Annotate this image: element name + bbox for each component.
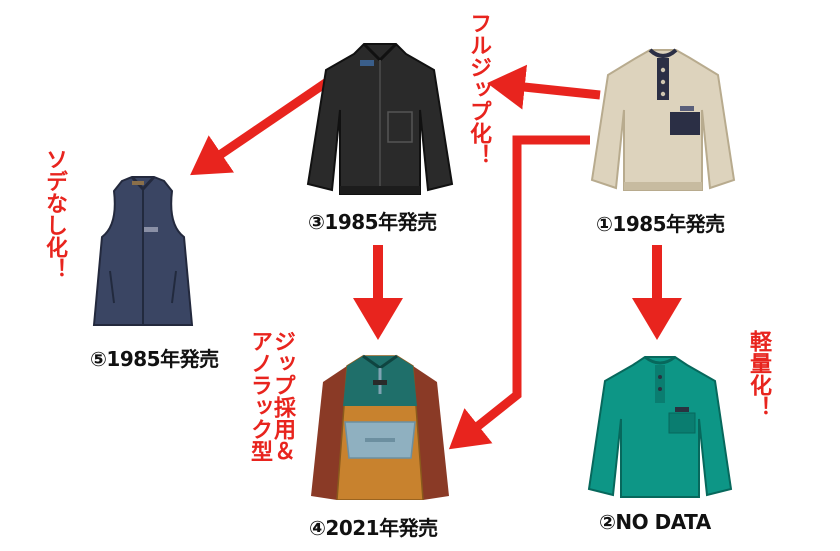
black-full-zip-jacket-icon [306, 42, 454, 195]
navy-fleece-vest-icon [92, 175, 194, 326]
node-2: ②NO DATA [585, 345, 735, 545]
node-1: ①1985年発売 [588, 40, 738, 240]
arrow-n1-to-n4 [448, 135, 590, 450]
note-anorak-line1: ジップ採用＆ [270, 330, 295, 462]
node-2-caption: ②NO DATA [599, 510, 711, 534]
node-4-caption: ④2021年発売 [309, 516, 438, 540]
node-1-caption: ①1985年発売 [596, 212, 725, 236]
note-fullzip: フルジップ化！ [466, 12, 491, 166]
node-3: ③1985年発売 [300, 38, 460, 248]
teal-snap-pullover-icon [587, 355, 733, 498]
arrow-n3-to-n5 [190, 76, 333, 176]
node-5-caption: ⑤1985年発売 [90, 347, 219, 371]
note-sleeveless: ソデなし化！ [42, 148, 67, 280]
beige-snap-pullover-icon [590, 48, 736, 191]
node-4: ④2021年発売 [305, 350, 455, 550]
colorblock-anorak-icon [311, 354, 449, 500]
node-5: ⑤1985年発売 [88, 175, 228, 375]
node-3-caption: ③1985年発売 [308, 210, 437, 234]
note-anorak-line2: アノラック型 [247, 330, 272, 462]
note-lightweight: 軽量化！ [746, 330, 771, 418]
arrow-n1-to-n3 [487, 64, 601, 110]
